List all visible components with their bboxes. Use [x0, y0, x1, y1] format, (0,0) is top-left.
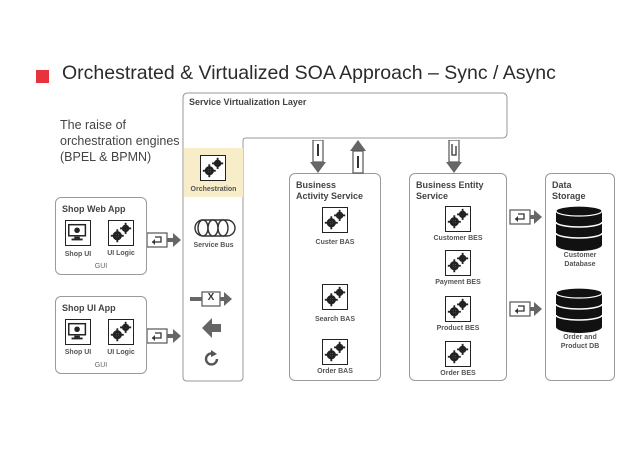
- shop-ui-label: Shop UI: [64, 251, 92, 258]
- bas-item-label: Custer BAS: [315, 239, 355, 246]
- customer-database-label-line-2: Database: [564, 261, 596, 268]
- gear-icon: [322, 339, 348, 365]
- intro-text: The raise of orchestration engines (BPEL…: [60, 117, 180, 165]
- data-storage-title: Data Storage: [552, 180, 586, 202]
- bes-item-label: Product BES: [436, 325, 480, 332]
- refresh-icon: [204, 350, 219, 366]
- loop-arrow-icon: [509, 301, 542, 317]
- bas-item-label: Order BAS: [317, 368, 353, 375]
- intro-line-1: The raise of: [60, 118, 127, 132]
- gui-label: GUI: [94, 362, 108, 369]
- bas-title-line-1: Business: [296, 180, 337, 190]
- orchestration-gear-icon: [200, 155, 226, 181]
- loop-arrow-icon: [147, 328, 181, 344]
- intro-line-2: orchestration engines: [60, 134, 180, 148]
- gear-icon: [322, 284, 348, 310]
- bes-item-label: Customer BES: [433, 235, 483, 242]
- gear-icon: [445, 341, 471, 367]
- order-product-database-label-line-2: Product DB: [560, 343, 600, 350]
- gear-icon: [445, 250, 471, 276]
- bes-title-line-1: Business Entity: [416, 180, 484, 190]
- virtualization-layer-label: Service Virtualization Layer: [189, 97, 307, 107]
- loop-arrow-icon: [509, 209, 542, 225]
- gear-icon: [322, 207, 348, 233]
- data-storage-title-line-2: Storage: [552, 191, 586, 201]
- up-arrow-icon: [350, 140, 366, 174]
- service-bus-queue-icon: [194, 219, 236, 237]
- bes-item-label: Payment BES: [435, 279, 481, 286]
- gui-label: GUI: [94, 263, 108, 270]
- service-bus-label: Service Bus: [193, 242, 234, 249]
- shop-web-app-title: Shop Web App: [62, 204, 126, 214]
- order-product-database-icon: [555, 287, 603, 333]
- bas-item-label: Search BAS: [314, 316, 356, 323]
- orchestration-label: Orchestration: [190, 186, 237, 193]
- order-product-database-label: Order and Product DB: [545, 333, 615, 351]
- ui-logic-gear-icon: [108, 319, 134, 345]
- title-bullet: [36, 70, 49, 83]
- customer-database-icon: [555, 205, 603, 251]
- customer-database-label: Customer Database: [545, 251, 615, 269]
- data-storage-title-line-1: Data: [552, 180, 572, 190]
- transform-symbol: X: [207, 292, 215, 303]
- shop-ui-label: Shop UI: [64, 349, 92, 356]
- intro-line-3: (BPEL & BPMN): [60, 150, 152, 164]
- down-loop-arrow-icon: [446, 140, 462, 173]
- bas-title: Business Activity Service: [296, 180, 363, 202]
- customer-database-label-line-1: Customer: [563, 252, 597, 259]
- down-arrow-icon: [310, 140, 326, 173]
- gear-icon: [445, 206, 471, 232]
- loop-arrow-icon: [147, 232, 181, 248]
- monitor-icon: [65, 220, 91, 246]
- split-arrow-icon: [202, 318, 221, 338]
- bes-title-line-2: Service: [416, 191, 449, 201]
- shop-ui-app-title: Shop UI App: [62, 303, 116, 313]
- monitor-icon: [65, 319, 91, 345]
- ui-logic-gear-icon: [108, 220, 134, 246]
- ui-logic-label: UI Logic: [107, 250, 135, 257]
- ui-logic-label: UI Logic: [107, 349, 135, 356]
- bes-title: Business Entity Service: [416, 180, 484, 202]
- bes-item-label: Order BES: [440, 370, 476, 377]
- transform-arrow-icon: [190, 291, 232, 307]
- order-product-database-label-line-1: Order and: [563, 334, 597, 341]
- page-title: Orchestrated & Virtualized SOA Approach …: [62, 62, 556, 84]
- gear-icon: [445, 296, 471, 322]
- bas-title-line-2: Activity Service: [296, 191, 364, 201]
